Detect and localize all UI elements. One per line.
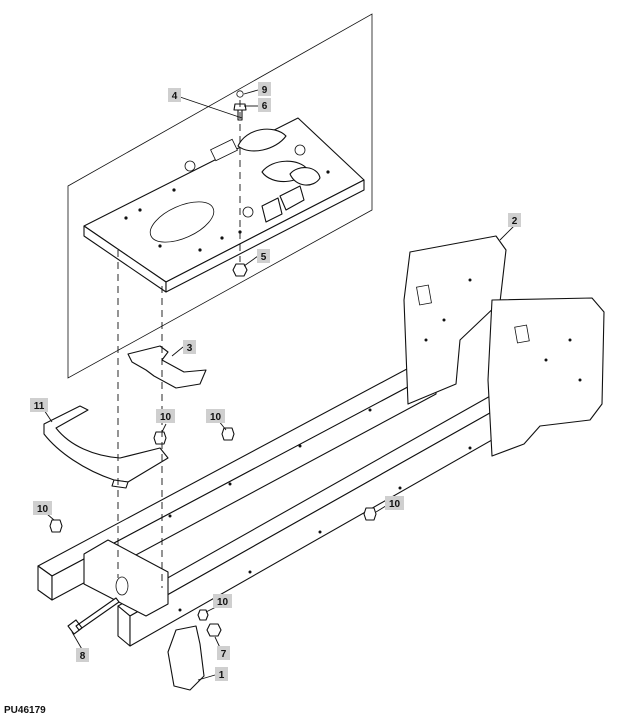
frame-rail-right	[117, 385, 521, 647]
screw-10-graphic-b	[153, 431, 167, 445]
svg-text:4: 4	[172, 91, 178, 102]
svg-text:9: 9	[262, 85, 268, 96]
svg-text:1: 1	[219, 670, 225, 681]
mounting-plate	[83, 117, 365, 293]
svg-text:2: 2	[512, 216, 518, 227]
svg-text:5: 5	[261, 252, 267, 263]
svg-text:10: 10	[389, 499, 401, 510]
svg-text:10: 10	[37, 504, 49, 515]
callout-2: 2	[508, 213, 521, 227]
callout-9: 9	[258, 82, 271, 96]
svg-text:11: 11	[34, 401, 45, 412]
callout-4: 4	[168, 88, 181, 102]
callout-10-d: 10	[385, 496, 404, 510]
svg-text:6: 6	[262, 101, 268, 112]
bracket-3-graphic	[127, 345, 207, 389]
svg-text:10: 10	[217, 597, 229, 608]
svg-text:10: 10	[210, 412, 222, 423]
figure-id: PU46179	[4, 705, 46, 716]
screw-10-graphic-d	[49, 519, 63, 533]
svg-text:10: 10	[160, 412, 172, 423]
callout-10-e: 10	[213, 594, 232, 608]
svg-text:8: 8	[80, 651, 86, 662]
svg-text:3: 3	[187, 343, 193, 354]
screw-10-graphic-e	[363, 507, 377, 521]
callout-10-b: 10	[206, 409, 225, 423]
callout-5: 5	[257, 249, 270, 263]
svg-text:7: 7	[221, 649, 227, 660]
callout-1: 1	[215, 667, 228, 681]
nut-9-graphic	[236, 90, 244, 98]
callout-3: 3	[183, 340, 196, 354]
callout-8: 8	[76, 648, 89, 662]
rear-plates-2	[403, 235, 605, 457]
inset-panel-outline	[67, 13, 373, 379]
callout-10-a: 10	[156, 409, 175, 423]
bracket-1-graphic	[167, 625, 205, 691]
callout-6: 6	[258, 98, 271, 112]
front-cross-member	[83, 539, 169, 617]
callout-11: 11	[30, 398, 48, 412]
nut-5-graphic	[232, 263, 248, 277]
callout-7: 7	[217, 646, 230, 660]
nut-7-graphic	[206, 623, 222, 637]
bracket-11-graphic	[43, 405, 169, 489]
bolt-8-graphic	[67, 597, 120, 635]
callout-10-c: 10	[33, 501, 52, 515]
screw-10-graphic-c	[221, 427, 235, 441]
screw-10-graphic-a	[197, 609, 209, 621]
